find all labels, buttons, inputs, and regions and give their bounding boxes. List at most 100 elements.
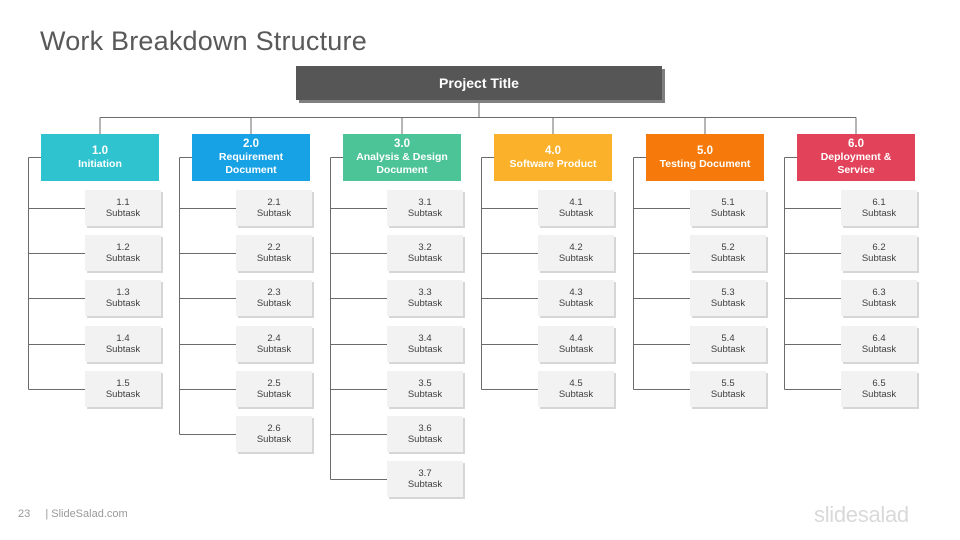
subtask-number: 4.4	[569, 333, 583, 344]
subtask-label: Subtask	[558, 344, 594, 355]
subtask-number: 4.5	[569, 378, 583, 389]
subtask-label: Subtask	[407, 344, 443, 355]
subtask-number: 5.4	[721, 333, 735, 344]
subtask-number: 1.5	[116, 378, 130, 389]
subtask-label: Subtask	[710, 344, 746, 355]
subtask-number: 6.1	[872, 197, 886, 208]
subtask-number: 5.2	[721, 242, 735, 253]
phase-name: Requirement Document	[218, 151, 284, 176]
subtask-label: Subtask	[710, 208, 746, 219]
subtask-label: Subtask	[407, 253, 443, 264]
subtask-number: 5.1	[721, 197, 735, 208]
subtask-label: Subtask	[861, 253, 897, 264]
subtask-label: Subtask	[407, 479, 443, 490]
subtask-label: Subtask	[105, 253, 141, 264]
subtask-label: Subtask	[710, 253, 746, 264]
subtask-label: Subtask	[407, 389, 443, 400]
subtask-number: 2.4	[267, 333, 281, 344]
subtask-number: 2.2	[267, 242, 281, 253]
subtask-label: Subtask	[105, 298, 141, 309]
subtask-label: Subtask	[256, 344, 292, 355]
subtask-number: 3.1	[418, 197, 432, 208]
subtask-number: 4.3	[569, 287, 583, 298]
subtask-label: Subtask	[105, 208, 141, 219]
subtask-label: Subtask	[256, 434, 292, 445]
phase-number: 5.0	[697, 144, 713, 157]
subtask-number: 5.5	[721, 378, 735, 389]
subtask-label: Subtask	[105, 389, 141, 400]
subtask-label: Subtask	[558, 253, 594, 264]
subtask-label: Subtask	[256, 208, 292, 219]
subtask-number: 3.2	[418, 242, 432, 253]
subtask-label: Subtask	[861, 298, 897, 309]
root-project-title[interactable]: Project Title	[296, 66, 662, 100]
subtask-label: Subtask	[710, 389, 746, 400]
phase-name: Initiation	[78, 157, 122, 170]
subtask-number: 3.6	[418, 423, 432, 434]
subtask-label: Subtask	[861, 208, 897, 219]
subtask-label: Subtask	[256, 298, 292, 309]
subtask-number: 3.4	[418, 333, 432, 344]
phase-number: 6.0	[848, 138, 864, 150]
brand-logo: slidesalad	[814, 502, 909, 527]
subtask-number: 1.1	[116, 197, 130, 208]
phase-number: 1.0	[92, 144, 108, 157]
subtask-label: Subtask	[407, 298, 443, 309]
subtask-number: 2.6	[267, 423, 281, 434]
subtask-number: 4.1	[569, 197, 583, 208]
subtask-number: 6.4	[872, 333, 886, 344]
subtask-label: Subtask	[256, 253, 292, 264]
subtask-number: 1.2	[116, 242, 130, 253]
phase-name: Deployment & Service	[820, 151, 892, 176]
subtask-number: 3.3	[418, 287, 432, 298]
subtask-label: Subtask	[407, 434, 443, 445]
phase-number: 4.0	[545, 144, 561, 157]
subtask-label: Subtask	[558, 298, 594, 309]
page-number: 23	[18, 508, 31, 520]
subtask-number: 6.3	[872, 287, 886, 298]
subtask-label: Subtask	[710, 298, 746, 309]
subtask-label: Subtask	[256, 389, 292, 400]
subtask-number: 3.7	[418, 468, 432, 479]
